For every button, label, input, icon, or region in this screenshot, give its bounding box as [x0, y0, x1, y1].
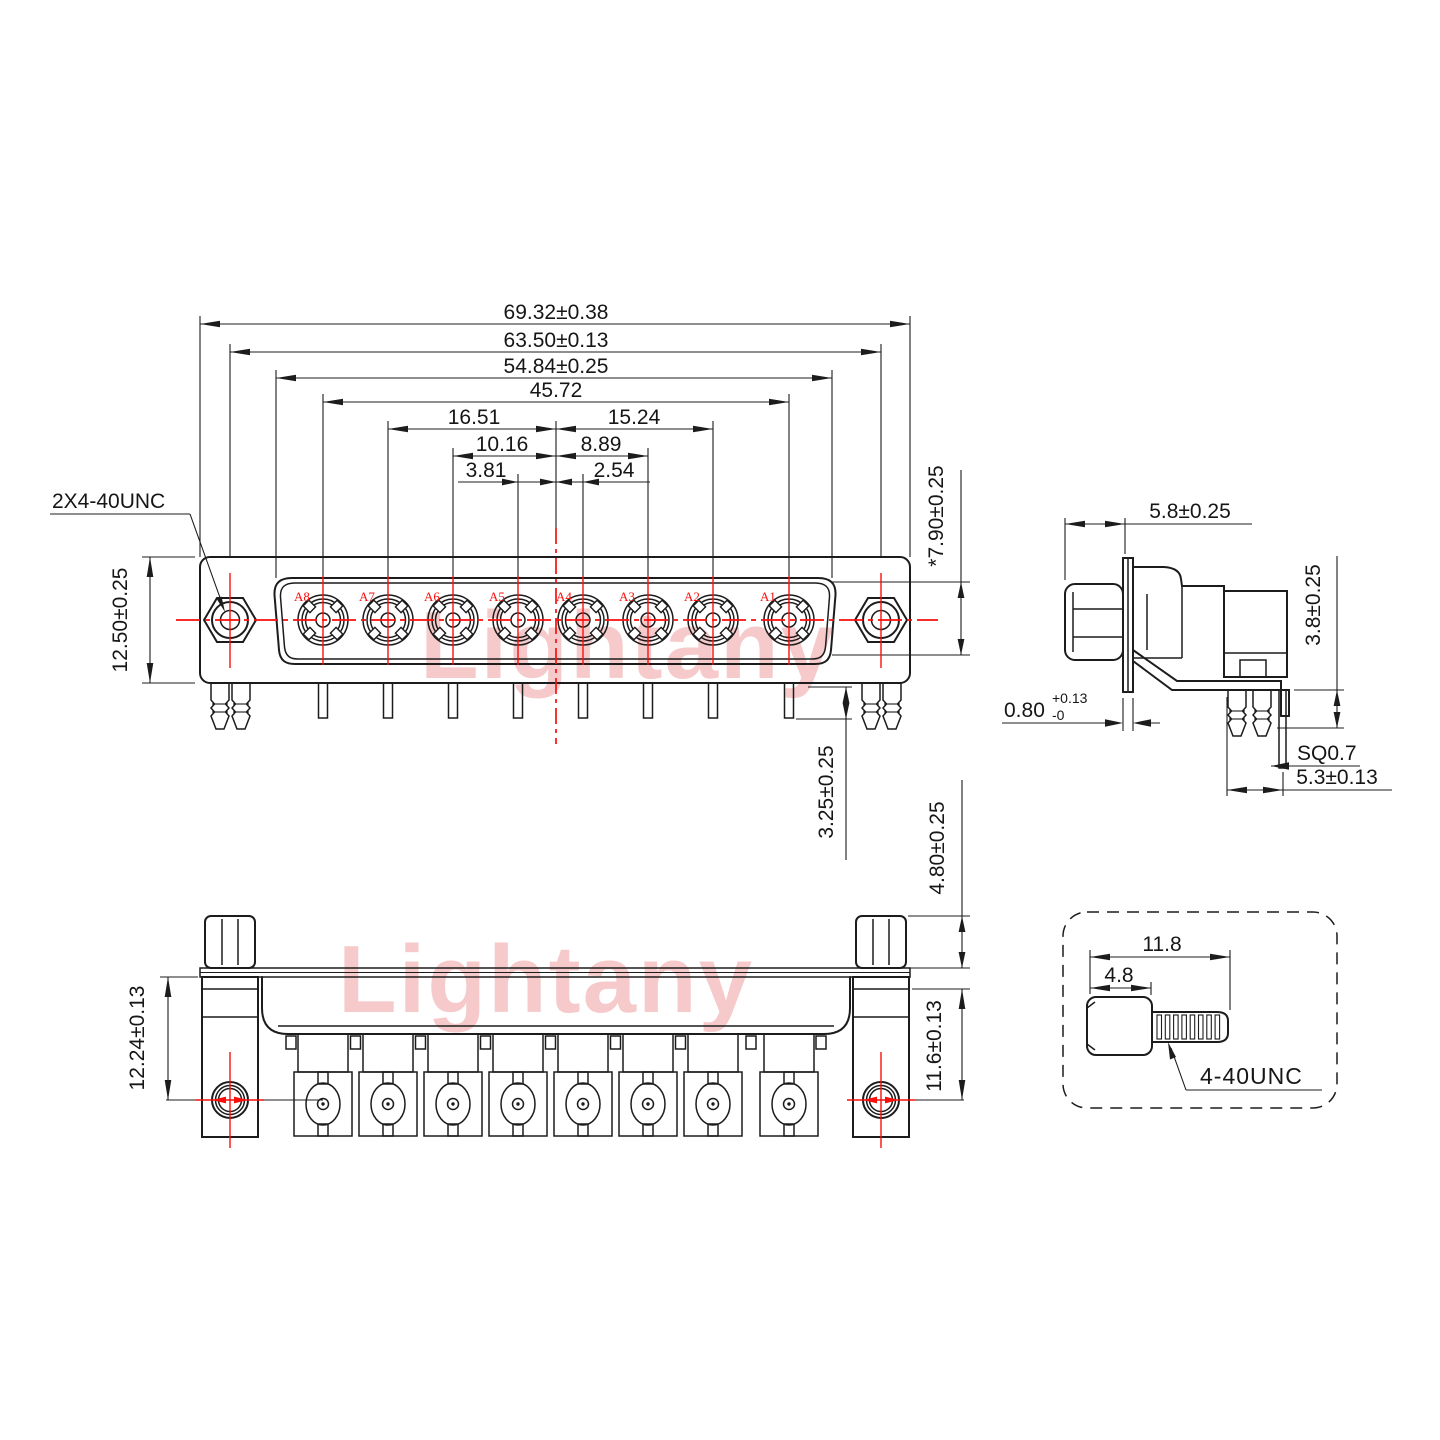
- dim-flange-plus: +0.13: [1052, 690, 1088, 706]
- dimension-leg-protrusion: 3.8±0.25: [1277, 556, 1344, 729]
- dim-face-height: *7.90±0.25: [925, 465, 948, 566]
- contact-label: A7: [359, 589, 375, 604]
- dimension-body-height: 11.6±0.13: [912, 988, 970, 1100]
- dim-total-length: 11.8: [1142, 933, 1181, 956]
- centerlines: [176, 528, 938, 744]
- dim-shell-width: 54.84±0.25: [504, 355, 609, 378]
- contact-label: A2: [684, 589, 700, 604]
- pin-size-note: SQ0.7: [1271, 742, 1360, 770]
- watermark-front: Lightany: [420, 592, 836, 699]
- dimension-height: 12.50±0.25: [109, 556, 195, 684]
- hex-standoff-right: [855, 915, 907, 969]
- dim-a6: 10.16: [476, 433, 529, 456]
- snap-leg: [231, 682, 251, 730]
- shell-rear: [261, 976, 851, 1035]
- screw-thread-shaft: [1151, 1011, 1229, 1043]
- thread-label: 2X4-40UNC: [52, 490, 165, 513]
- dim-a4: 2.54: [594, 459, 635, 482]
- dim-a5: 3.81: [466, 459, 507, 482]
- dimension-bracket-height: 12.24±0.13: [126, 976, 198, 1100]
- snap-leg: [1227, 689, 1247, 737]
- hole-centerlines: [196, 1052, 915, 1148]
- dim-contact-span: 45.72: [530, 379, 583, 402]
- dim-height: 12.50±0.25: [109, 568, 132, 673]
- snap-leg: [882, 682, 902, 730]
- rear-insulator: [1223, 590, 1288, 678]
- dim-a7: 16.51: [448, 406, 501, 429]
- snap-leg: [210, 682, 230, 730]
- contact-pins: [317, 682, 795, 719]
- d-shell-outline: [273, 577, 837, 665]
- contact-label: A8: [294, 589, 310, 604]
- dim-a2: 15.24: [608, 406, 661, 429]
- dim-body-height: 11.6±0.13: [923, 1000, 946, 1092]
- dim-mount-span: 63.50±0.13: [504, 329, 609, 352]
- contact-label: A4: [556, 589, 572, 604]
- dim-hex-height: 4.80±0.25: [926, 801, 949, 894]
- dimension-pin-protrusion: 3.25±0.25: [796, 686, 852, 860]
- dim-pin-offset: 5.3±0.13: [1296, 766, 1378, 789]
- contact-label: A1: [760, 589, 776, 604]
- dim-front-depth: 5.8±0.25: [1149, 500, 1231, 523]
- contact-label: A3: [619, 589, 635, 604]
- watermark: Lightany Lightany: [338, 592, 836, 1033]
- dimension-pin-offset: 5.3±0.13: [1226, 697, 1392, 796]
- side-view: 5.8±0.25 0.80 +0.13 -0 3.8±0.25 SQ0.7: [1002, 500, 1392, 796]
- bottom-view: 12.24±0.13 11.6±0.13 4.80±0.25: [126, 780, 970, 1148]
- dim-bracket-height: 12.24±0.13: [126, 986, 149, 1091]
- dimension-flange-thickness: 0.80 +0.13 -0: [1002, 690, 1160, 731]
- dim-pin-protrusion: 3.25±0.25: [815, 745, 838, 838]
- snap-leg: [1252, 689, 1272, 737]
- dimension-front-depth: 5.8±0.25: [1064, 500, 1252, 580]
- extension-lines-top: [199, 316, 911, 578]
- dimension-hex-height: 4.80±0.25: [908, 780, 970, 969]
- front-view: A8 A7 A6 A5 A4 A3 A2 A1: [50, 301, 970, 860]
- watermark-bottom: Lightany: [338, 926, 754, 1033]
- shell-profile: [1132, 566, 1225, 592]
- hex-standoff-left: [204, 915, 256, 969]
- screw-head: [1086, 996, 1153, 1056]
- dim-a3: 8.89: [581, 433, 622, 456]
- contact-label: A6: [424, 589, 440, 604]
- thread-lines: [1156, 1014, 1221, 1040]
- dimension-face: *7.90±0.25: [832, 465, 970, 656]
- mount-bracket: [1132, 649, 1282, 717]
- contact-label: A5: [489, 589, 505, 604]
- dim-leg: 3.8±0.25: [1302, 564, 1325, 646]
- dim-flange-value: 0.80: [1004, 699, 1045, 722]
- detail-border: [1062, 911, 1338, 1109]
- thread-label: 4-40UNC: [1200, 1063, 1303, 1089]
- snap-leg: [861, 682, 881, 730]
- dim-overall-width: 69.32±0.38: [504, 301, 609, 324]
- screw-detail: 11.8 4.8 4-40UNC: [1062, 911, 1338, 1109]
- shell-tabs: [285, 1035, 827, 1050]
- pin-label: SQ0.7: [1297, 742, 1357, 765]
- dim-hex-length: 4.8: [1104, 964, 1133, 987]
- thread-note: 2X4-40UNC: [50, 490, 225, 612]
- dim-flange-minus: -0: [1052, 707, 1065, 723]
- d-shell-inner: [279, 582, 831, 660]
- dimensions-top: 69.32±0.38 63.50±0.13 54.84±0.25 45.72 1…: [200, 301, 910, 486]
